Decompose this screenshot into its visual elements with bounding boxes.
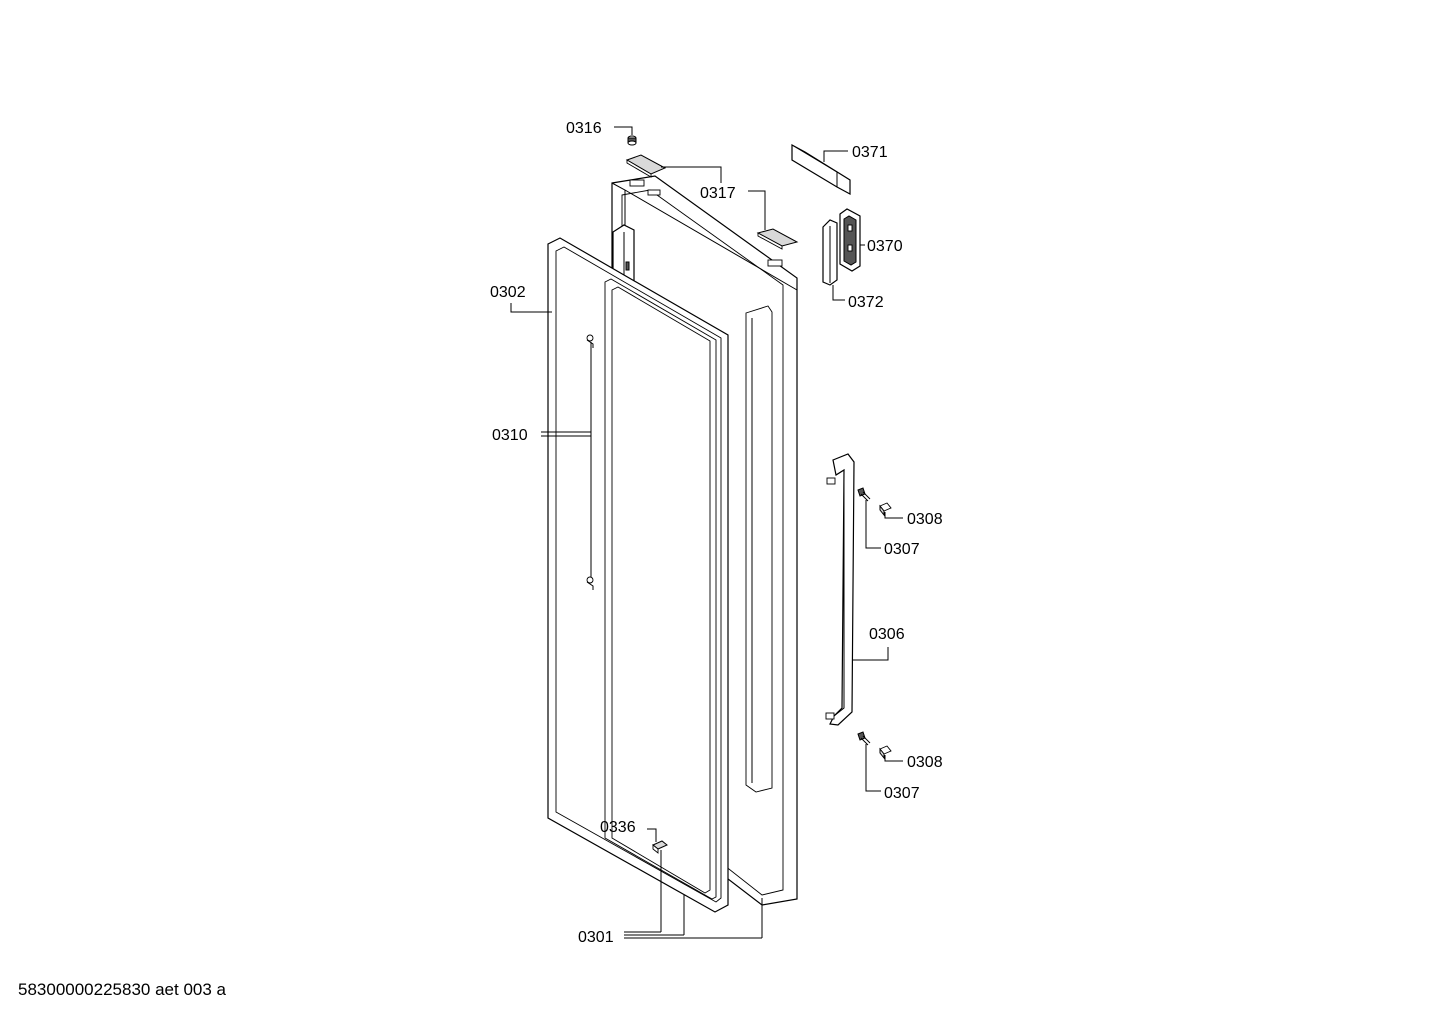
callout-0316: 0316: [566, 120, 602, 137]
screw-top: [857, 487, 871, 502]
callout-0370: 0370: [867, 238, 903, 255]
callout-0302: 0302: [490, 284, 526, 301]
top-cover-left: [625, 154, 667, 178]
door-gasket: [547, 237, 729, 913]
door-handle: [825, 453, 855, 726]
top-cap-small: [627, 135, 637, 146]
cap-top: [879, 502, 892, 517]
leader-lines: [510, 126, 903, 939]
callout-0308-top: 0308: [907, 511, 943, 528]
cap-bottom: [879, 745, 892, 760]
callout-0310: 0310: [492, 427, 528, 444]
callout-0372: 0372: [848, 294, 884, 311]
bottom-clip: [652, 840, 668, 854]
callout-0307-bottom: 0307: [884, 785, 920, 802]
drawing-code: 58300000225830 aet 003 a: [18, 980, 226, 999]
gasket-pins: [586, 334, 594, 590]
callout-0336: 0336: [600, 819, 636, 836]
screw-bottom: [857, 731, 871, 746]
callout-0308-bottom: 0308: [907, 754, 943, 771]
callout-0317: 0317: [700, 185, 736, 202]
callout-0301: 0301: [578, 929, 614, 946]
label-plate: [791, 143, 851, 196]
callout-0306: 0306: [869, 626, 905, 643]
hinge-cover: [822, 219, 838, 286]
callout-0371: 0371: [852, 144, 888, 161]
callout-0307-top: 0307: [884, 541, 920, 558]
top-cover-right: [756, 228, 799, 250]
hinge-bracket: [839, 208, 861, 272]
